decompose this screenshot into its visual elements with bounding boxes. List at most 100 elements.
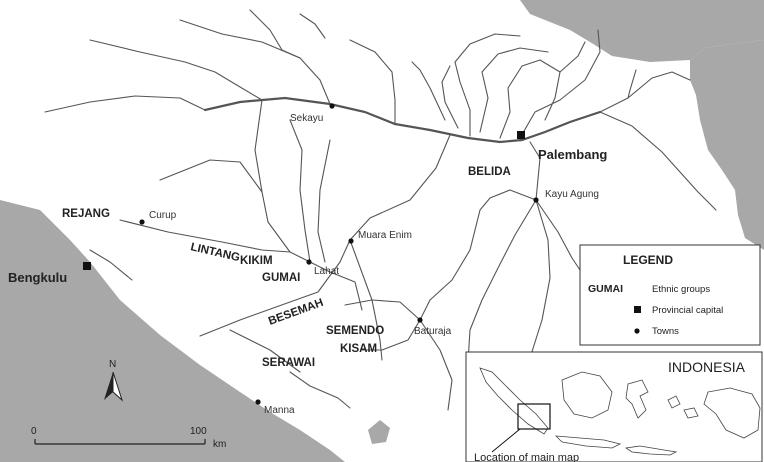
- rivers: [44, 9, 717, 411]
- river: [199, 239, 351, 337]
- capital-palembang: Palembang: [517, 131, 607, 162]
- town-dot: [417, 317, 423, 323]
- town-label: Manna: [264, 405, 295, 416]
- river: [419, 319, 453, 411]
- north-arrow: N: [104, 359, 124, 402]
- delta-branch: [519, 29, 601, 139]
- delta-branch: [454, 33, 521, 137]
- river: [299, 13, 326, 39]
- river: [559, 41, 586, 73]
- river: [119, 219, 291, 253]
- town-sekayu: Sekayu: [290, 103, 335, 124]
- ethnic-serawai: SERAWAI: [262, 357, 315, 369]
- north-label: N: [109, 359, 116, 370]
- river: [289, 371, 351, 409]
- inset-island: [561, 371, 613, 419]
- town-curup: Curup: [139, 210, 177, 225]
- river: [254, 99, 311, 263]
- town-kayu-agung: Kayu Agung: [533, 189, 599, 203]
- river: [467, 199, 537, 363]
- river: [344, 299, 421, 321]
- town-dot: [139, 219, 145, 225]
- delta-branch: [499, 59, 561, 139]
- scale-start: 0: [31, 426, 37, 437]
- legend-town-label: Towns: [652, 326, 679, 337]
- capital-marker: [517, 131, 525, 139]
- delta-branch: [441, 65, 459, 129]
- river: [249, 9, 301, 59]
- river: [349, 134, 451, 241]
- ethnic-belida: BELIDA: [468, 166, 511, 178]
- river: [529, 141, 541, 201]
- north-arrow-icon: [104, 372, 113, 400]
- river: [535, 199, 581, 271]
- legend-title: LEGEND: [623, 253, 673, 267]
- ethnic-besemah: BESEMAH: [267, 297, 325, 328]
- river: [179, 19, 331, 105]
- capital-bengkulu: Bengkulu: [8, 262, 91, 285]
- town-label: Muara Enim: [358, 230, 412, 241]
- river: [599, 71, 691, 113]
- scale-unit: km: [213, 439, 226, 450]
- river: [599, 111, 717, 211]
- ethnic-kikim: KIKIM: [240, 255, 273, 267]
- inset-island: [554, 435, 622, 449]
- town-baturaja: Baturaja: [414, 317, 452, 337]
- river: [89, 249, 133, 281]
- legend-town-symbol: [634, 328, 640, 334]
- inset-island: [625, 379, 649, 419]
- inset-title: INDONESIA: [668, 359, 746, 375]
- river: [479, 189, 537, 211]
- delta-branch: [411, 61, 446, 121]
- legend-ethnic-label: Ethnic groups: [652, 284, 710, 295]
- river: [419, 209, 481, 321]
- inset-island: [683, 407, 699, 419]
- scale-end: 100: [190, 426, 207, 437]
- town-dot: [306, 259, 312, 265]
- delta-branch: [479, 47, 549, 133]
- town-lahat: Lahat: [306, 259, 339, 277]
- indian-ocean: [0, 200, 345, 462]
- legend-capital-symbol: [634, 306, 641, 313]
- legend-sample: GUMAI: [588, 283, 623, 295]
- north-sea: [520, 0, 764, 62]
- legend-capital-label: Provincial capital: [652, 305, 723, 316]
- inset-island: [479, 367, 549, 435]
- town-label: Baturaja: [414, 326, 452, 337]
- ethnic-kisam: KISAM: [340, 343, 377, 355]
- ethnic-rejang: REJANG: [62, 208, 110, 220]
- inset-caption: Location of main map: [474, 452, 579, 462]
- town-dot: [255, 399, 261, 405]
- ethnic-gumai: GUMAI: [262, 272, 300, 284]
- town-muara-enim: Muara Enim: [348, 230, 412, 244]
- east-sea: [690, 40, 764, 250]
- town-dot: [329, 103, 335, 109]
- river: [627, 69, 637, 99]
- town-label: Curup: [149, 210, 177, 221]
- river: [349, 39, 396, 125]
- legend: LEGEND GUMAI Ethnic groups Provincial ca…: [579, 244, 761, 346]
- inset-island: [624, 445, 678, 456]
- town-label: Kayu Agung: [545, 189, 599, 200]
- north-arrow-icon: [112, 371, 124, 402]
- musi-river: [203, 96, 602, 144]
- capital-label: Bengkulu: [8, 270, 67, 285]
- town-label: Sekayu: [290, 113, 323, 124]
- capital-label: Palembang: [538, 147, 607, 162]
- town-manna: Manna: [255, 399, 295, 416]
- town-label: Lahat: [314, 266, 339, 277]
- river: [529, 199, 551, 359]
- inset-island: [703, 387, 761, 439]
- river: [89, 39, 263, 101]
- town-dot: [533, 197, 539, 203]
- river: [229, 329, 301, 373]
- inset-island: [667, 395, 681, 409]
- inset-map: INDONESIA Location of main map: [465, 351, 763, 462]
- river: [317, 139, 331, 263]
- river: [309, 261, 363, 311]
- ethnic-semendo: SEMENDO: [326, 325, 384, 337]
- river: [289, 119, 311, 263]
- scale-bar: 0 100 km: [31, 426, 226, 450]
- inset-pointer: [491, 428, 521, 453]
